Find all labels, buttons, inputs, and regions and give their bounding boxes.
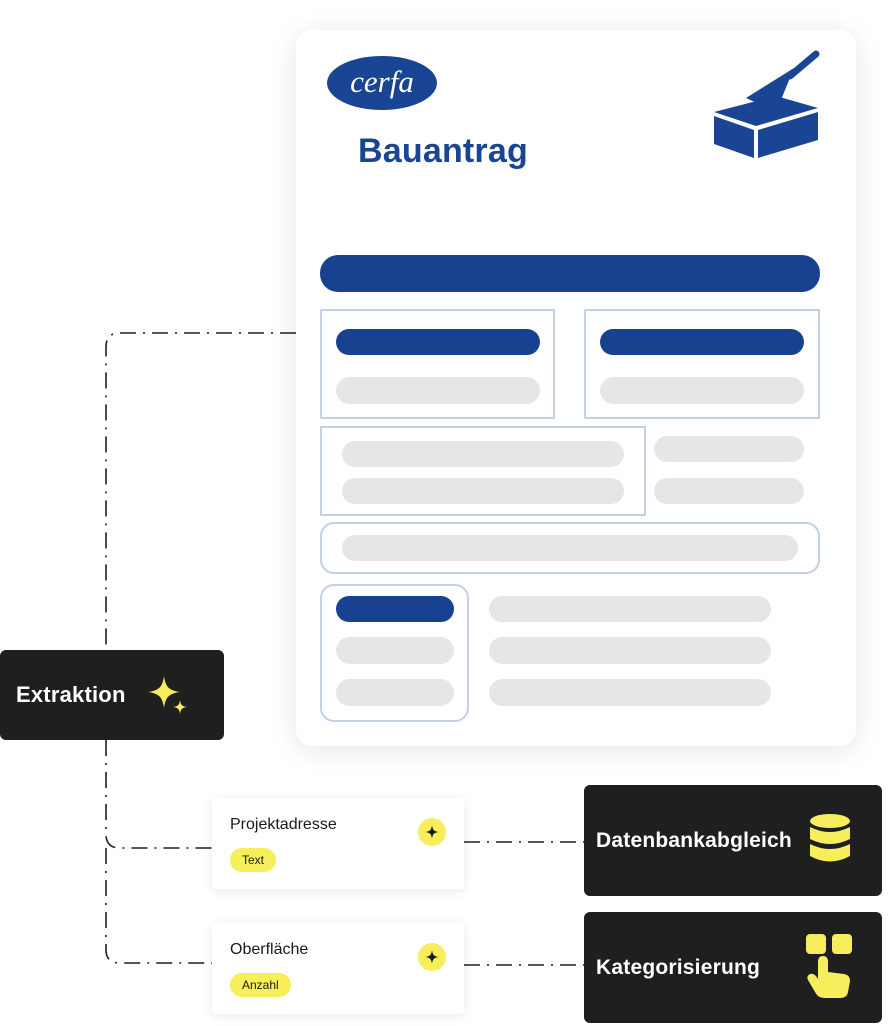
field-value-bar [600, 377, 804, 404]
field-value-bar [336, 377, 540, 404]
svg-text:cerfa: cerfa [350, 64, 414, 99]
field-value-bar [489, 637, 771, 664]
sparkle-icon [147, 676, 187, 714]
database-icon [810, 814, 850, 862]
document-title: Bauantrag [358, 132, 528, 170]
sparkle-icon [418, 818, 446, 846]
field-value-bar [489, 679, 771, 706]
field-value-bar [342, 478, 624, 504]
field-value-bar [336, 637, 454, 664]
connector-extraction-to-field-2 [105, 848, 212, 964]
database-match-text: Datenbankabgleich [596, 828, 792, 852]
field-type-badge: Anzahl [230, 973, 291, 997]
field-label-bar [600, 329, 804, 355]
field-value-bar [342, 535, 798, 561]
field-value-bar [489, 596, 771, 622]
extracted-field-card: Oberfläche Anzahl [212, 923, 464, 1014]
extracted-field-card: Projektadresse Text [212, 798, 464, 889]
touch-tap-icon [806, 934, 852, 998]
form-section-box [320, 522, 820, 574]
form-section-box [320, 426, 646, 516]
brick-trowel-icon [714, 50, 820, 158]
field-value-bar [342, 441, 624, 467]
field-value-bar [336, 679, 454, 706]
categorization-text: Kategorisierung [596, 955, 761, 979]
categorization-label: Kategorisierung [584, 912, 882, 1023]
form-section-box [584, 309, 820, 419]
field-label-bar [336, 329, 540, 355]
connector-doc-to-extraction [105, 332, 296, 650]
field-type-badge: Text [230, 848, 277, 872]
field-value-bar [654, 436, 804, 462]
field-label-bar [336, 596, 454, 622]
form-section-box [320, 584, 469, 722]
extraction-label: Extraktion [0, 650, 224, 740]
field-name: Projektadresse [230, 816, 337, 833]
cerfa-logo: cerfa [327, 56, 437, 110]
form-section-box [320, 309, 555, 419]
extraction-label-text: Extraktion [16, 682, 126, 707]
form-header-bar [320, 255, 820, 292]
field-value-bar [654, 478, 804, 504]
sparkle-icon [418, 943, 446, 971]
field-name: Oberfläche [230, 941, 309, 958]
database-match-label: Datenbankabgleich [584, 785, 882, 896]
connector-extraction-to-field-1 [105, 740, 212, 849]
